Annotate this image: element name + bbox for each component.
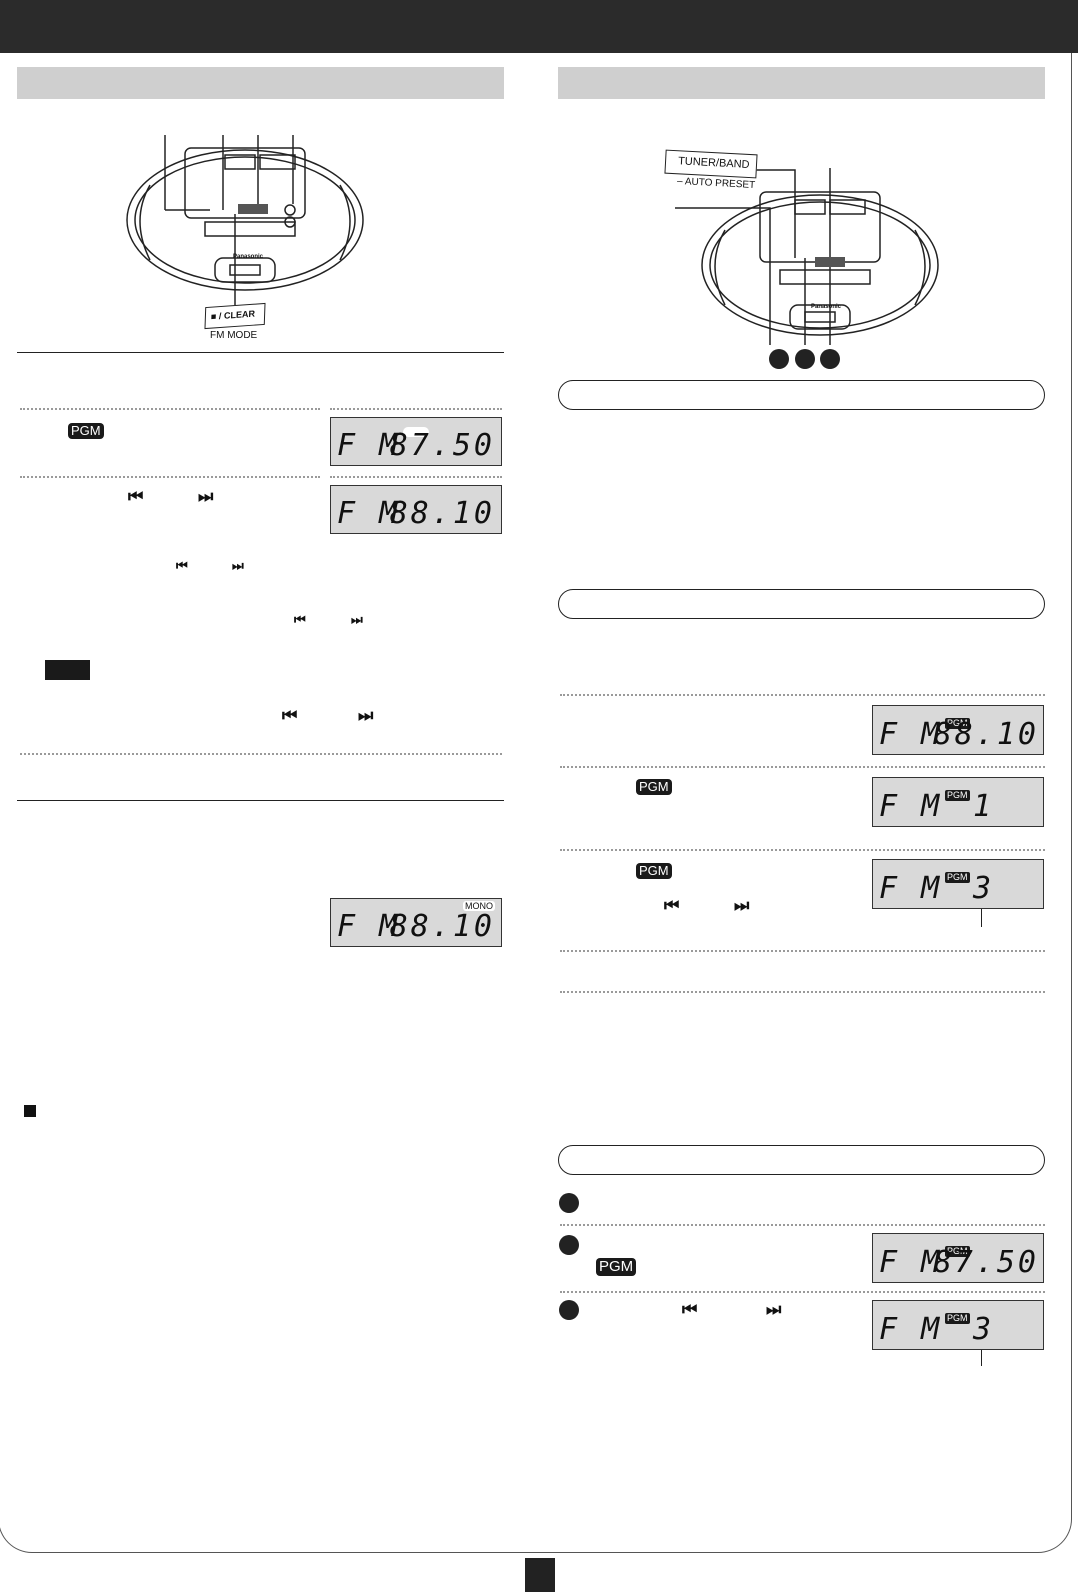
left-display-3: MONO F M 88.10 xyxy=(330,898,502,947)
callout-3 xyxy=(820,349,840,369)
page-frame xyxy=(0,53,1072,1553)
left-display-3-band: F M xyxy=(337,909,401,944)
right-subsection-pill-3 xyxy=(558,1145,1045,1175)
right-display-3-pointer xyxy=(981,909,982,927)
right-dots-4 xyxy=(560,950,1045,952)
right-display-2: PGM F M 1 xyxy=(872,777,1044,827)
right-dots-6 xyxy=(560,1224,1045,1226)
callout-1 xyxy=(769,349,789,369)
mono-indicator: MONO xyxy=(463,901,495,911)
left-rule-1 xyxy=(17,352,504,353)
right-display-1-band: F M xyxy=(879,717,943,752)
right-boombox-illustration xyxy=(675,168,939,345)
right-subsection-pill-2 xyxy=(558,589,1045,619)
right-dots-2 xyxy=(560,766,1045,768)
note-block xyxy=(45,660,90,680)
square-bullet xyxy=(24,1105,36,1117)
left-dots-1b xyxy=(330,408,502,410)
step-2-marker xyxy=(559,1235,579,1255)
right-display-3-freq: 3 xyxy=(973,871,995,906)
right-section-heading xyxy=(558,67,1045,99)
step-3-marker xyxy=(559,1300,579,1320)
left-display-3-freq: 88.10 xyxy=(389,909,495,944)
callout-2 xyxy=(795,349,815,369)
right-dots-1 xyxy=(560,694,1045,696)
stop-clear-label: ■ / CLEAR xyxy=(210,308,256,322)
prev-icon: ⏮ xyxy=(176,559,188,574)
right-pgm-badge: PGM xyxy=(636,863,672,879)
right-display-5-pgm: PGM xyxy=(945,1313,970,1324)
right-display-2-pgm: PGM xyxy=(945,790,970,801)
right-brand-label: Panasonic xyxy=(811,304,842,310)
left-display-1-freq: 87.50 xyxy=(389,428,495,463)
right-dots-7 xyxy=(560,1291,1045,1293)
left-display-1-band: F M xyxy=(337,428,401,463)
right-display-5-freq: 3 xyxy=(973,1312,995,1347)
left-display-2-band: F M xyxy=(337,496,401,531)
stereo-indicator xyxy=(403,427,429,437)
right-pgm-badge: PGM xyxy=(596,1258,637,1276)
right-display-3-band: F M xyxy=(879,871,943,906)
right-display-3-pgm: PGM xyxy=(945,872,970,883)
left-rule-2 xyxy=(17,800,504,801)
next-icon: ⏭ xyxy=(198,487,214,507)
left-dots-2 xyxy=(20,476,320,478)
right-display-4-band: F M xyxy=(879,1245,943,1280)
left-dots-2b xyxy=(330,476,502,478)
left-display-2: F M 88.10 xyxy=(330,485,502,534)
right-dots-3 xyxy=(560,849,1045,851)
left-dots-1 xyxy=(20,408,320,410)
next-icon: ⏭ xyxy=(734,896,750,916)
next-icon: ⏭ xyxy=(358,706,374,726)
next-icon: ⏭ xyxy=(351,613,363,628)
left-section-heading xyxy=(17,67,504,99)
left-pgm-badge: PGM xyxy=(68,423,104,439)
right-display-2-band: F M xyxy=(879,789,943,824)
prev-icon: ⏮ xyxy=(664,896,680,916)
right-display-4: PGM F M 87.50 xyxy=(872,1233,1044,1283)
right-display-5-pointer xyxy=(981,1350,982,1366)
right-display-1-freq: 88.10 xyxy=(933,717,1039,752)
right-display-1-pgm: PGM xyxy=(945,718,970,729)
right-display-5: PGM F M 3 xyxy=(872,1300,1044,1350)
right-dots-5 xyxy=(560,991,1045,993)
left-display-2-freq: 88.10 xyxy=(389,496,495,531)
tuner-band-button: TUNER/BAND xyxy=(664,149,758,179)
right-display-4-freq: 87.50 xyxy=(933,1245,1039,1280)
right-display-2-freq: 1 xyxy=(973,789,995,824)
right-pgm-badge: PGM xyxy=(636,779,672,795)
left-brand-label: Panasonic xyxy=(233,254,264,260)
left-dots-3 xyxy=(20,753,502,755)
next-icon: ⏭ xyxy=(232,559,244,574)
right-subsection-pill-1 xyxy=(558,380,1045,410)
tuner-band-label: TUNER/BAND xyxy=(677,155,750,172)
next-icon: ⏭ xyxy=(766,1300,782,1320)
left-boombox-illustration xyxy=(126,135,364,305)
prev-icon: ⏮ xyxy=(682,1300,698,1320)
page-number-tab xyxy=(525,1558,555,1592)
right-display-4-pgm: PGM xyxy=(945,1246,970,1257)
right-display-1: PGM F M 88.10 xyxy=(872,705,1044,755)
top-header-bar xyxy=(0,0,1078,53)
fm-mode-label: FM MODE xyxy=(210,330,258,341)
stop-clear-button: ■ / CLEAR xyxy=(204,302,266,330)
step-1-marker xyxy=(559,1193,579,1213)
prev-icon: ⏮ xyxy=(294,613,306,628)
prev-icon: ⏮ xyxy=(282,706,298,726)
right-display-3: PGM F M 3 xyxy=(872,859,1044,909)
prev-icon: ⏮ xyxy=(128,487,144,507)
left-display-1: F M 87.50 xyxy=(330,417,502,466)
right-display-5-band: F M xyxy=(879,1312,943,1347)
